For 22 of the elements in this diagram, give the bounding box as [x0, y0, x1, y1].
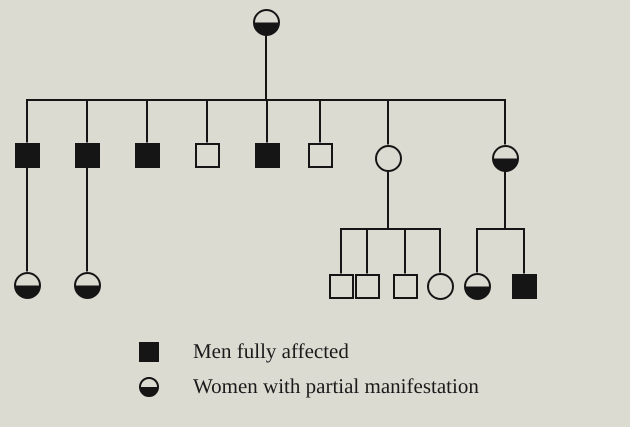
affected-square	[254, 142, 280, 168]
unaffected-circle	[426, 272, 454, 300]
affected-square	[14, 142, 40, 168]
pedigree-line	[26, 168, 28, 272]
half-filled-circle	[492, 144, 518, 172]
affected-square	[512, 274, 536, 298]
legend-label: Men fully affected	[193, 339, 349, 363]
unaffected-square	[328, 274, 354, 298]
pedigree-line	[86, 168, 88, 272]
half-filled-circle	[252, 8, 280, 36]
half-filled-circle	[464, 272, 490, 300]
unaffected-square	[308, 142, 332, 168]
unaffected-square	[392, 274, 418, 298]
unaffected-square	[354, 274, 380, 298]
legend-label: Women with partial manifestation	[193, 374, 479, 398]
affected-square	[134, 142, 160, 168]
affected-square	[74, 142, 100, 168]
half-filled-circle	[74, 272, 100, 298]
pedigree-line	[504, 172, 525, 274]
unaffected-square	[194, 142, 220, 168]
half-filled-circle	[14, 272, 40, 298]
unaffected-circle	[374, 144, 402, 172]
